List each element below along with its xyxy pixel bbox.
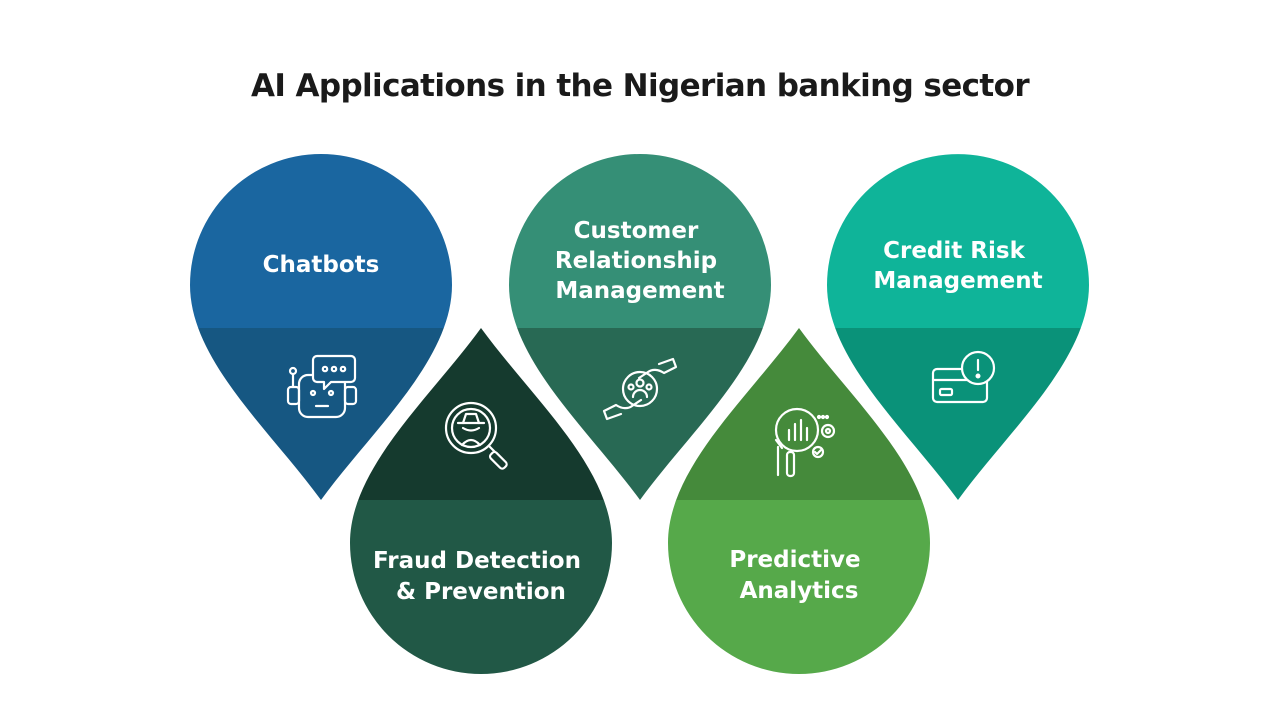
drop-fraud-label: Fraud Detection & Prevention <box>373 548 589 605</box>
drop-chatbots-top-half <box>190 154 452 328</box>
drop-predictive-line-2: Analytics <box>740 578 859 604</box>
drop-fraud-line-2: & Prevention <box>396 579 566 605</box>
drop-crm-label: Customer Relationship Management <box>555 218 725 304</box>
drop-fraud-line-1: Fraud Detection <box>373 548 581 574</box>
drop-crm-line-2: Relationship <box>555 248 717 274</box>
chatbot-icon <box>286 354 358 419</box>
drop-credit-top-half <box>827 154 1089 328</box>
drop-crm-line-3: Management <box>555 278 724 304</box>
drop-credit-line-1: Credit Risk <box>883 238 1025 264</box>
page-title: AI Applications in the Nigerian banking … <box>250 68 1030 104</box>
analytics-icon <box>774 407 836 478</box>
fraud-magnifier-icon <box>444 401 508 470</box>
drop-credit-line-2: Management <box>873 268 1042 294</box>
drop-crm-line-1: Customer <box>574 218 699 244</box>
drop-chatbots-label: Chatbots <box>263 252 380 278</box>
drop-predictive-line-1: Predictive <box>729 547 860 573</box>
drop-credit-label: Credit Risk Management <box>873 238 1042 294</box>
handshake-people-icon <box>602 357 678 421</box>
credit-card-alert-icon <box>931 350 996 404</box>
drop-predictive-label: Predictive Analytics <box>729 547 868 604</box>
drop-chatbots-line-1: Chatbots <box>263 252 380 278</box>
